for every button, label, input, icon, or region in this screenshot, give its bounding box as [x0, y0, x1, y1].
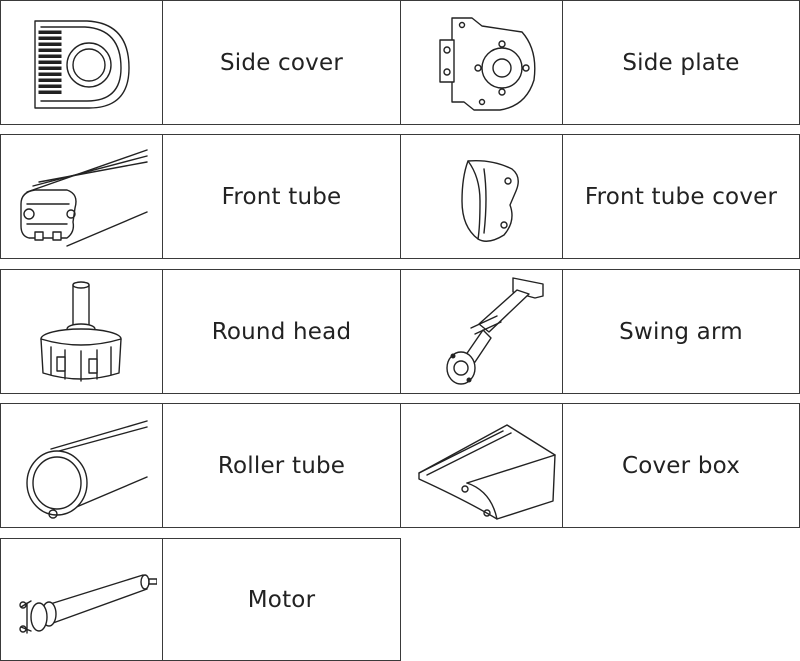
side-cover-image-cell — [0, 0, 163, 125]
cover-box-image-cell — [400, 403, 563, 528]
motor-image-cell — [0, 538, 163, 661]
round-head-image-cell — [0, 269, 163, 394]
cover-box-icon — [417, 423, 556, 520]
side-plate-icon — [438, 17, 535, 111]
part-label: Side plate — [562, 0, 800, 125]
roller-tube-icon — [25, 419, 148, 519]
side-cover-icon — [33, 19, 130, 109]
side-plate-image-cell — [400, 0, 563, 125]
front-tube-cover-icon — [460, 159, 519, 242]
part-label: Cover box — [562, 403, 800, 528]
part-label: Side cover — [162, 0, 401, 125]
front-tube-image-cell — [0, 134, 163, 259]
part-label: Front tube — [162, 134, 401, 259]
part-label: Front tube cover — [562, 134, 800, 259]
part-label: Motor — [162, 538, 401, 661]
part-label: Swing arm — [562, 269, 800, 394]
motor-icon — [18, 573, 157, 634]
swing-arm-image-cell — [400, 269, 563, 394]
front-tube-icon — [19, 148, 148, 247]
swing-arm-icon — [445, 276, 544, 385]
front-tube-cover-image-cell — [400, 134, 563, 259]
part-label: Round head — [162, 269, 401, 394]
part-label: Roller tube — [162, 403, 401, 528]
round-head-icon — [39, 280, 122, 382]
roller-tube-image-cell — [0, 403, 163, 528]
